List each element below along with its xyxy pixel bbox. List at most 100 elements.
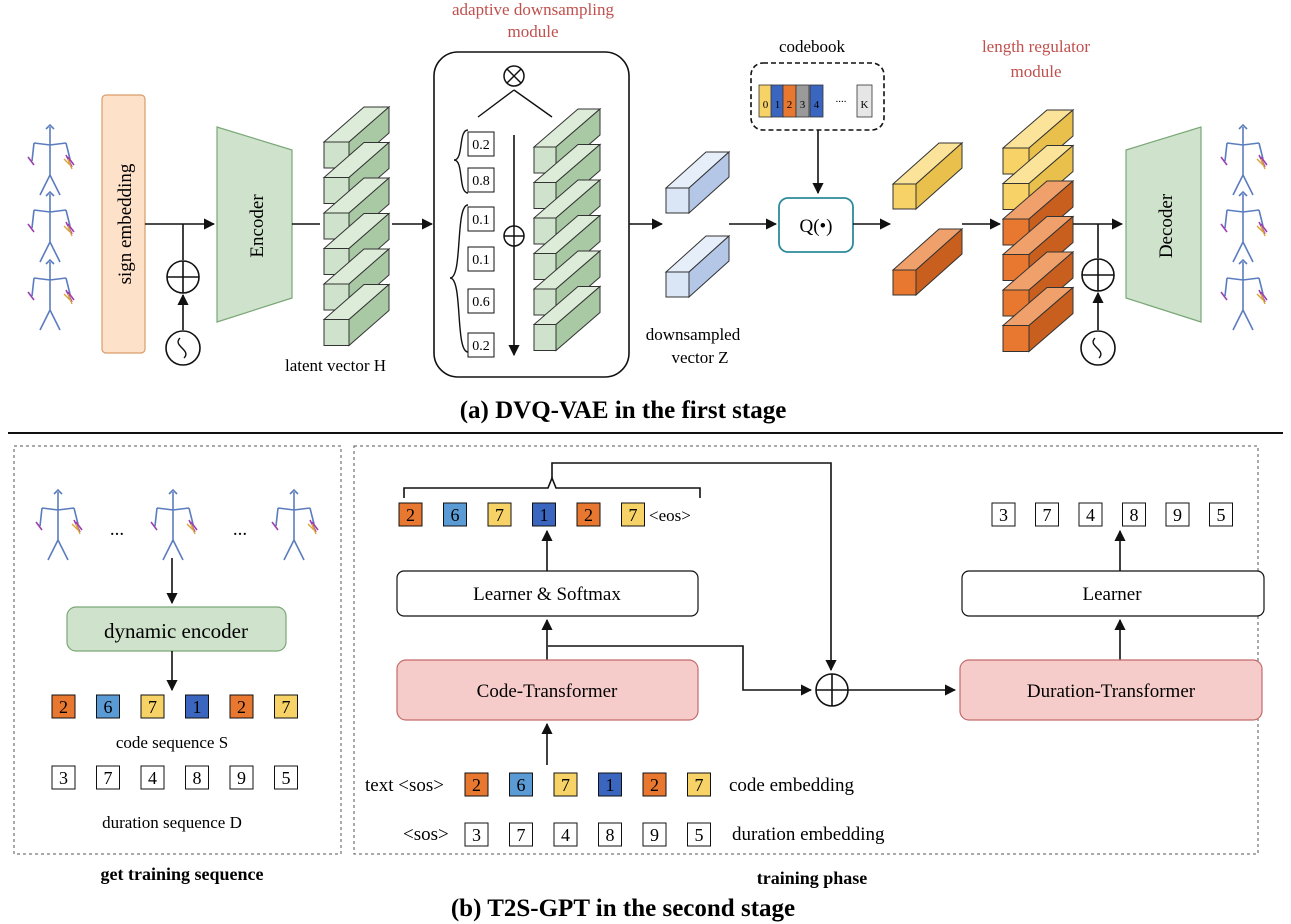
code-transformer-label: Code-Transformer [477,681,618,702]
learner-label: Learner [1082,584,1142,605]
token-box [140,694,165,719]
learner-softmax-label: Learner & Softmax [473,584,621,605]
downsampled-label-1: downsampled [646,325,741,344]
adaptive-module-title-2: module [508,22,559,41]
token-box [642,772,667,797]
multiply-icon-cross [506,68,522,84]
weight-box [467,332,495,358]
multiply-branches [477,89,553,118]
codebook-cell-label: 1 [775,99,781,111]
token-value: 4 [148,768,157,788]
token-value: 7 [104,768,113,788]
noise-icon-a2-wave [1092,337,1102,359]
duration-transformer-block [959,659,1263,721]
latent-cube [322,212,391,276]
token-box [509,822,533,847]
dynamic-encoder-block [66,606,287,652]
token-value: 9 [237,768,246,788]
sign-embedding-label: sign embedding [115,163,136,284]
codebook-ellipsis: .... [836,93,847,105]
token-value: 6 [451,505,460,525]
token-box [532,502,556,527]
token-value: 7 [495,505,504,525]
brace-group-2 [449,204,469,353]
left-panel-label: get training sequence [101,864,264,884]
learner-softmax-block [396,570,699,617]
token-value: 1 [540,505,549,525]
token-box [185,765,209,790]
sign-pose-left-2 [27,191,75,263]
token-value: 8 [1130,505,1139,525]
adaptive-module-title-1: adaptive downsampling [452,0,614,19]
token-box [398,502,423,527]
noise-icon-a2 [1080,330,1116,366]
dynamic-encoder-label: dynamic encoder [104,619,248,643]
brace-group-1 [453,129,469,194]
token-box [991,502,1016,527]
token-value: 9 [1173,505,1182,525]
token-box [1035,502,1059,527]
token-box [687,772,711,797]
length-regulator-stack [1001,108,1075,353]
length-regulator-title-2: module [1011,62,1062,81]
codebook-cell [795,84,810,118]
codebook-label: codebook [779,37,846,56]
token-value: 5 [695,825,704,845]
quantized-vector-orange [891,227,964,297]
stage-a-title: (a) DVQ-VAE in the first stage [460,397,787,424]
quantizer-block [778,197,854,253]
sos-label: <sos> [403,824,449,845]
token-box [598,822,622,847]
token-value: 1 [606,775,615,795]
quantized-vector-yellow [891,141,964,211]
sign-pose-right-2 [1220,191,1268,263]
token-value: 7 [282,697,291,717]
token-box [96,694,120,719]
downsampled-vector-1 [664,150,731,215]
token-value: 8 [193,768,202,788]
noise-icon-a1 [165,330,201,366]
token-value: 3 [59,768,68,788]
token-box [140,765,165,790]
add-icon-a2-cross [1082,259,1114,291]
token-value: 6 [517,775,526,795]
sign-pose-right-3 [1220,259,1268,331]
weight-box [467,206,495,232]
token-value: 1 [193,697,202,717]
token-box [185,694,209,719]
adaptive-module-box [433,51,630,378]
noise-icon-a1-wave [177,337,187,359]
feedback-line [551,462,837,672]
stage-a: sign embedding Encoder latent vector H a… [27,0,1268,424]
token-box [274,694,298,719]
arrow-transformer-sum [548,645,813,696]
token-box [621,502,645,527]
token-value: 6 [104,697,113,717]
token-value: 2 [584,505,593,525]
token-box [642,822,667,847]
add-icon-b-cross [816,674,848,706]
latent-cube [322,283,391,347]
token-box [96,765,120,790]
token-box [487,502,512,527]
token-box [464,772,489,797]
quantizer-label: Q(•) [799,216,832,237]
token-box [274,765,298,790]
regulator-cube [1001,286,1075,353]
weight-list: 0.20.80.10.10.60.2 [467,131,495,358]
codebook-cell [856,84,873,118]
text-sos-label: text <sos> [365,775,444,796]
sign-pose-right-1 [1220,124,1268,196]
code-embedding-label: code embedding [729,775,855,796]
dots-1: ... [110,519,124,540]
codebook-cell-label: 3 [800,99,806,111]
token-value: 2 [650,775,659,795]
token-value: 3 [472,825,481,845]
module-cube [532,285,602,352]
learner-block [961,570,1265,617]
token-value: 4 [1086,505,1095,525]
